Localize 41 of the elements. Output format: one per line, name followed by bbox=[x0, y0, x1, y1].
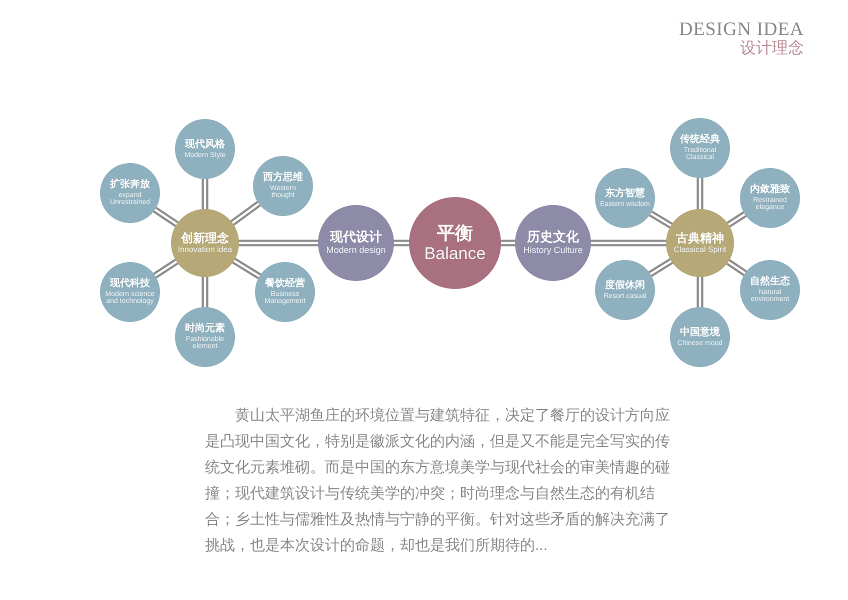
chinese-term: 古典精神 bbox=[676, 231, 724, 246]
chinese-term: 西方思维 bbox=[263, 172, 303, 185]
double-connector-line bbox=[588, 240, 668, 246]
chinese-term: 中国意境 bbox=[680, 327, 720, 340]
chinese-term: 自然生态 bbox=[750, 276, 790, 288]
double-connector-line bbox=[696, 274, 704, 310]
english-term: Innovation idea bbox=[178, 246, 232, 255]
double-connector-line bbox=[498, 240, 518, 246]
double-connector-line bbox=[202, 274, 208, 310]
double-connector-line bbox=[696, 176, 704, 212]
chinese-term: 传统经典 bbox=[680, 134, 720, 146]
description-paragraph: 黄山太平湖鱼庄的环境位置与建筑特征，决定了餐厅的设计方向应是凸现中国文化，特别是徽派文化的内涵，但是又不能是完全写实的传统文化元素堆砌。而是中国的东方意境美学与现代社会的审美情趣的碰撞；现代建筑设计与传统美学的冲突；时尚理念与自然生态的有机结合；乡土性与儒雅性及热情与宁静的平衡。针对这些矛盾的解决充满了挑战，也是本次设计的命题，却也是我们所期待的... bbox=[205, 406, 671, 556]
chinese-term: 东方智慧 bbox=[605, 188, 645, 200]
chinese-term: 平衡 bbox=[437, 222, 473, 246]
double-connector-line bbox=[725, 258, 748, 277]
chinese-term: 现代风格 bbox=[185, 139, 225, 152]
heading-subtitle: 设计理念 bbox=[740, 39, 804, 57]
double-connector-line bbox=[152, 258, 180, 280]
chinese-term: 现代科技 bbox=[110, 278, 150, 290]
double-connector-line bbox=[725, 210, 748, 228]
double-connector-line bbox=[236, 240, 320, 246]
double-connector-line bbox=[230, 257, 263, 280]
double-connector-line bbox=[647, 258, 674, 278]
english-term: Balance bbox=[424, 245, 486, 264]
double-connector-line bbox=[648, 210, 674, 229]
chinese-term: 餐饮经营 bbox=[265, 278, 305, 290]
chinese-term: 扩张奔放 bbox=[110, 179, 150, 192]
chinese-term: 度假休闲 bbox=[605, 280, 645, 292]
double-connector-line bbox=[202, 176, 208, 212]
double-connector-line bbox=[229, 200, 262, 226]
chinese-term: 时尚元素 bbox=[185, 323, 225, 336]
double-connector-line bbox=[392, 240, 412, 246]
heading-text: DESIGN IDEA bbox=[678, 20, 804, 40]
english-term: History Culture bbox=[523, 246, 583, 256]
chinese-term: 历史文化 bbox=[527, 230, 579, 246]
double-connector-line bbox=[152, 206, 180, 228]
chinese-term: 创新理念 bbox=[181, 231, 229, 246]
chinese-term: 现代设计 bbox=[330, 230, 382, 246]
english-term: Classical Spirit bbox=[674, 246, 726, 255]
chinese-term: 内敛雅致 bbox=[750, 184, 790, 196]
english-term: Modern design bbox=[326, 246, 386, 256]
